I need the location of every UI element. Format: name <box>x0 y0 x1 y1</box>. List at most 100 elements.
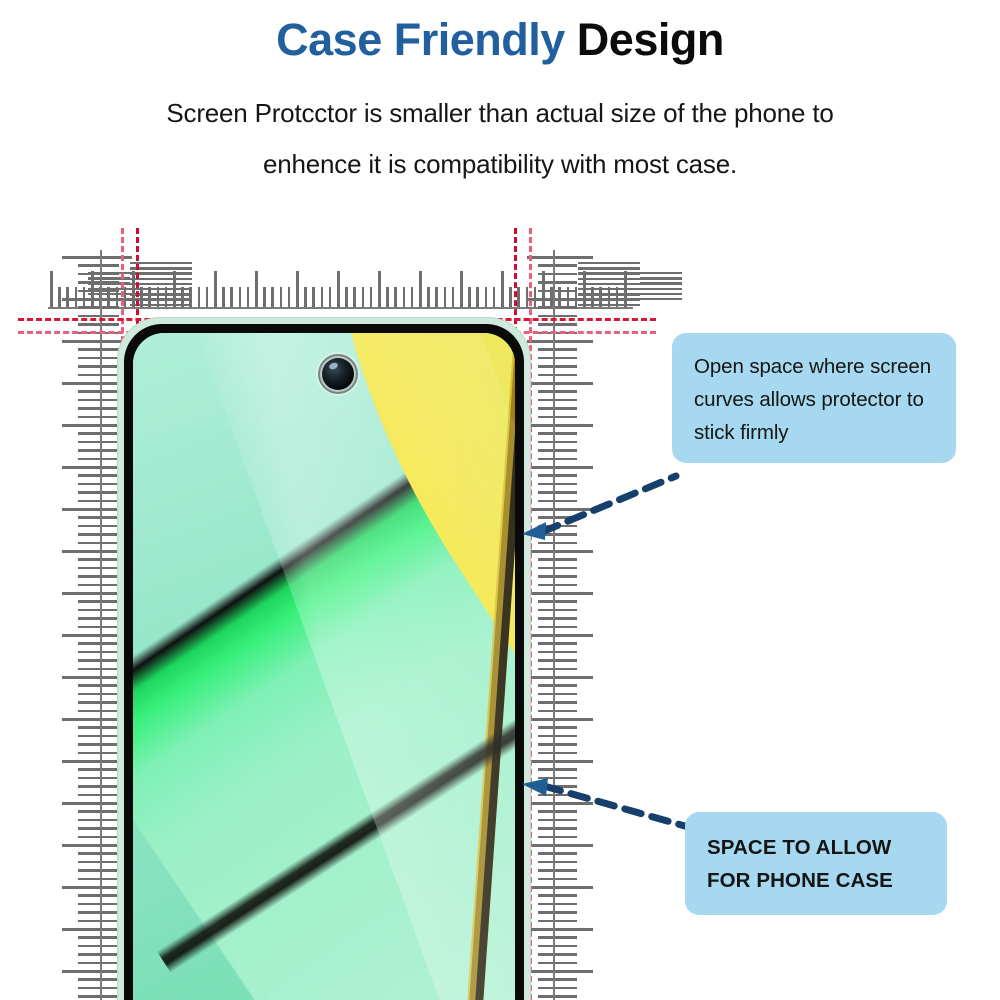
ruler-tick <box>78 894 100 897</box>
ruler-tick <box>102 760 132 763</box>
ruler-tick <box>62 298 100 301</box>
ruler-tick <box>640 272 682 275</box>
ruler-tick <box>102 407 119 410</box>
ruler-tick <box>538 785 553 788</box>
ruler-tick <box>102 827 119 830</box>
ruler-tick <box>555 398 577 402</box>
ruler-tick <box>555 877 577 881</box>
ruler-tick <box>102 508 132 511</box>
ruler-tick <box>555 676 593 679</box>
ruler-tick <box>386 287 389 307</box>
ruler-tick <box>78 852 100 855</box>
ruler-tick <box>78 709 100 713</box>
ruler-tick <box>555 928 593 931</box>
ruler-tick <box>230 287 233 307</box>
ruler-tick <box>555 852 577 855</box>
ruler-tick <box>538 524 553 528</box>
ruler-tick <box>102 844 132 847</box>
ruler-tick <box>538 650 553 654</box>
ruler-tick <box>102 264 119 267</box>
ruler-tick <box>578 262 640 265</box>
ruler-tick <box>460 271 463 307</box>
ruler-tick <box>555 348 577 351</box>
ruler-tick <box>538 432 553 435</box>
ruler-tick <box>88 287 130 290</box>
ruler-tick <box>181 287 184 307</box>
ruler-tick <box>78 356 100 360</box>
ruler-tick <box>78 684 100 687</box>
ruler-tick <box>78 961 100 965</box>
ruler-tick <box>555 734 577 738</box>
ruler-tick <box>102 566 119 570</box>
ruler-tick <box>66 287 69 307</box>
ruler-tick <box>102 592 132 595</box>
ruler-tick <box>102 869 119 872</box>
ruler-tick <box>197 287 201 307</box>
ruler-tick <box>527 256 553 259</box>
ruler-tick <box>527 844 553 847</box>
ruler-tick <box>555 659 577 662</box>
ruler-tick <box>527 886 553 889</box>
ruler-tick <box>102 650 119 654</box>
ruler-tick <box>102 365 119 368</box>
ruler-tick <box>102 986 119 990</box>
ruler-tick <box>555 558 577 561</box>
ruler-tick <box>402 287 406 307</box>
ruler-tick <box>102 978 119 981</box>
ruler-tick <box>538 827 553 830</box>
ruler-tick <box>102 718 132 721</box>
ruler-tick <box>102 558 119 561</box>
ruler-tick <box>538 617 553 620</box>
ruler-tick <box>130 298 192 301</box>
ruler-tick <box>320 287 324 307</box>
ruler-tick <box>78 516 100 519</box>
ruler-tick <box>271 287 274 307</box>
ruler-tick <box>555 961 577 965</box>
ruler-tick <box>78 793 100 797</box>
ruler-tick <box>78 482 100 486</box>
ruler-tick <box>78 365 100 368</box>
ruler-tick <box>555 457 577 461</box>
ruler-tick <box>78 306 100 309</box>
ruler-tick <box>102 482 119 486</box>
ruler-tick <box>538 390 553 393</box>
ruler-tick <box>509 287 512 307</box>
ruler-tick <box>102 575 119 578</box>
ruler-tick <box>78 650 100 654</box>
ruler-tick <box>102 944 119 948</box>
ruler-tick <box>78 558 100 561</box>
ruler-tick <box>102 894 119 897</box>
ruler-tick <box>555 508 593 511</box>
ruler-tick <box>578 303 640 306</box>
ruler-tick <box>527 466 553 469</box>
ruler-tick <box>50 271 53 307</box>
ruler-tick <box>555 516 577 519</box>
ruler-tick <box>328 287 332 307</box>
ruler-tick <box>102 457 119 461</box>
ruler-tick <box>538 566 553 570</box>
ruler-tick <box>615 287 619 307</box>
ruler-tick <box>78 541 100 545</box>
ruler-tick <box>78 491 100 494</box>
ruler-tick <box>102 491 119 494</box>
ruler-tick <box>555 818 577 822</box>
callout-open-space: Open space where screen curves allows pr… <box>672 333 956 463</box>
ruler-tick <box>130 277 192 280</box>
ruler-tick <box>189 287 192 307</box>
ruler-tick <box>555 541 577 545</box>
ruler-tick <box>451 287 455 307</box>
ruler-tick <box>130 272 192 275</box>
ruler-tick <box>555 298 593 301</box>
ruler-tick <box>538 558 553 561</box>
ruler-tick <box>427 287 430 307</box>
ruler-tick <box>102 550 132 553</box>
ruler-tick <box>550 287 553 307</box>
ruler-tick <box>527 802 553 805</box>
ruler-tick <box>102 743 119 746</box>
ruler-tick <box>527 676 553 679</box>
ruler-tick <box>555 844 593 847</box>
ruler-tick <box>164 287 168 307</box>
ruler-tick <box>578 298 640 301</box>
ruler-tick <box>538 986 553 990</box>
ruler-tick <box>538 449 553 452</box>
